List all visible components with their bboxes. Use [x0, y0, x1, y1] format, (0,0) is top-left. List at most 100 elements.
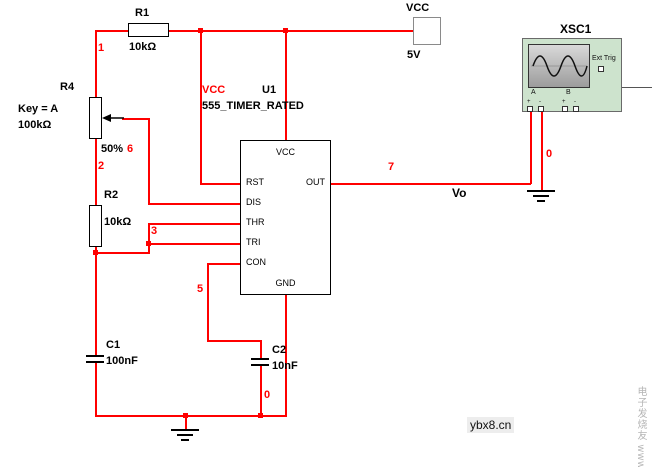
net-label-0-scope: 0 [546, 148, 553, 160]
ext-trig-lead [622, 87, 652, 88]
c2-ref-label[interactable]: C2 [272, 344, 287, 356]
vcc-source-label[interactable]: VCC [406, 2, 430, 14]
u1-pin-con: CON [246, 257, 266, 267]
net-label-0-c2: 0 [264, 389, 271, 401]
wire[interactable] [285, 30, 287, 140]
channel-b-minus-terminal[interactable] [573, 106, 579, 112]
net-label-6: 6 [127, 143, 134, 155]
resistor-r2-body[interactable] [89, 205, 102, 247]
channel-b-plus-label: + [562, 99, 566, 105]
wire[interactable] [185, 415, 187, 430]
r1-value-label[interactable]: 10kΩ [129, 41, 157, 53]
wire[interactable] [207, 340, 262, 342]
junction-dot [258, 413, 263, 418]
wire[interactable] [148, 223, 240, 225]
capacitor-plate [251, 358, 269, 360]
u1-part-label[interactable]: 555_TIMER_RATED [202, 100, 304, 112]
wire[interactable] [530, 112, 532, 184]
capacitor-plate [86, 361, 104, 363]
vcc-source-body[interactable] [413, 17, 441, 45]
junction-dot [183, 413, 188, 418]
channel-b-minus-label: - [574, 99, 576, 105]
ground-bar [181, 439, 189, 441]
ext-trig-label: Ext Trig [592, 55, 616, 62]
wire[interactable] [95, 415, 286, 417]
net-label-7: 7 [388, 161, 395, 173]
wire[interactable] [541, 112, 543, 190]
wire[interactable] [260, 340, 262, 358]
c1-value-label[interactable]: 100nF [106, 355, 138, 367]
c1-ref-label[interactable]: C1 [106, 339, 121, 351]
junction-dot [283, 28, 288, 33]
r1-ref-label[interactable]: R1 [135, 7, 150, 19]
u1-pin-rst: RST [246, 177, 264, 187]
wire[interactable] [95, 252, 150, 254]
wire[interactable] [285, 295, 287, 417]
wire[interactable] [95, 139, 97, 205]
vcc-voltage-label[interactable]: 5V [407, 49, 421, 61]
u1-pin-dis: DIS [246, 197, 262, 207]
wire[interactable] [95, 30, 97, 97]
u1-ref-label[interactable]: U1 [262, 84, 277, 96]
wire[interactable] [95, 247, 97, 355]
watermark-brand: 电子发烧友 www.elecfans.com [635, 386, 646, 467]
wire[interactable] [260, 366, 262, 417]
u1-vcc-net-label: VCC [202, 84, 226, 96]
r4-wiper-label[interactable]: 50% [101, 143, 124, 155]
ground-bar [177, 434, 193, 436]
junction-dot [198, 28, 203, 33]
c2-value-label[interactable]: 10nF [272, 360, 298, 372]
wire[interactable] [200, 183, 240, 185]
u1-pin-vcc: VCC [275, 147, 295, 157]
channel-b-label: B [566, 89, 571, 96]
capacitor-plate [251, 364, 269, 366]
u1-pin-gnd: GND [275, 278, 296, 288]
ground-bar [533, 195, 549, 197]
wire[interactable] [200, 30, 202, 183]
wire[interactable] [207, 263, 209, 342]
ground-bar [171, 429, 199, 431]
wire[interactable] [330, 183, 531, 185]
r4-key-label[interactable]: Key = A [18, 103, 59, 115]
r2-ref-label[interactable]: R2 [104, 189, 119, 201]
wire[interactable] [95, 30, 128, 32]
wire[interactable] [148, 203, 240, 205]
net-label-1: 1 [98, 42, 105, 54]
channel-b-plus-terminal[interactable] [562, 106, 568, 112]
channel-a-minus-label: - [539, 99, 541, 105]
r4-value-label[interactable]: 100kΩ [18, 119, 52, 131]
ext-trig-terminal[interactable] [598, 66, 604, 72]
wire[interactable] [207, 263, 240, 265]
ground-bar [527, 190, 555, 192]
oscilloscope-screen [528, 44, 590, 88]
sine-wave-icon [531, 55, 588, 77]
wire[interactable] [95, 363, 97, 417]
xsc1-ref-label[interactable]: XSC1 [560, 22, 592, 36]
channel-a-plus-terminal[interactable] [527, 106, 533, 112]
channel-a-minus-terminal[interactable] [538, 106, 544, 112]
resistor-r1-body[interactable] [128, 23, 169, 37]
ground-bar [537, 200, 545, 202]
u1-555-chip-body[interactable] [240, 140, 331, 295]
net-label-5: 5 [197, 283, 204, 295]
capacitor-plate [86, 355, 104, 357]
net-label-3: 3 [151, 225, 158, 237]
watermark-site: ybx8.cn [467, 417, 515, 433]
junction-dot [93, 250, 98, 255]
vo-label: Vo [452, 186, 467, 200]
potentiometer-wiper-arrow-icon [102, 114, 124, 122]
potentiometer-r4-body[interactable] [89, 97, 102, 139]
u1-pin-tri: TRI [246, 237, 261, 247]
channel-a-plus-label: + [527, 99, 531, 105]
wire[interactable] [148, 223, 150, 254]
wire[interactable] [122, 118, 149, 120]
net-label-2: 2 [98, 160, 105, 172]
r4-ref-label[interactable]: R4 [60, 81, 75, 93]
u1-pin-thr: THR [246, 217, 265, 227]
wire[interactable] [148, 243, 240, 245]
r2-value-label[interactable]: 10kΩ [104, 216, 132, 228]
wire[interactable] [169, 30, 414, 32]
u1-pin-out: OUT [306, 177, 325, 187]
wire[interactable] [148, 118, 150, 204]
